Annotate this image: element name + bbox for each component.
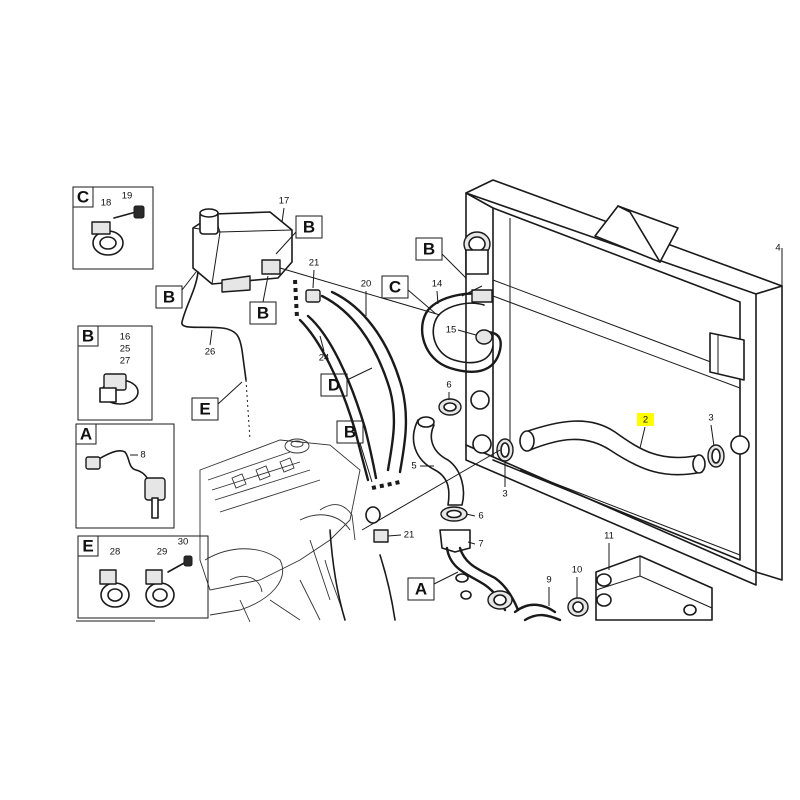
view-letter: B [82,326,94,345]
hose-26 [181,271,247,381]
callout-24: 24 [319,335,330,364]
svg-text:24: 24 [319,353,330,364]
callout-15: 15 [446,325,477,336]
svg-text:5: 5 [411,461,416,472]
svg-text:9: 9 [546,575,551,586]
section-marker-b5: B [336,420,373,483]
svg-text:B: B [303,217,315,236]
svg-text:10: 10 [572,565,583,576]
section-marker-e: E [191,381,243,421]
svg-text:B: B [344,422,356,441]
oil-cooler-11 [595,555,713,621]
svg-text:4: 4 [775,243,780,254]
callout-3b: 3 [502,461,508,500]
callout-9: 9 [546,575,552,606]
part-label: 27 [120,356,131,367]
svg-text:A: A [415,579,427,598]
section-marker-b3: B [249,275,277,325]
part-label: 8 [140,450,145,461]
svg-text:3: 3 [502,489,507,500]
section-marker-b2: B [155,271,197,309]
section-marker-b4: B [415,237,467,279]
view-letter: C [77,187,89,206]
svg-text:14: 14 [432,279,443,290]
hose-26-dotted [245,379,251,441]
svg-text:B: B [423,239,435,258]
svg-text:B: B [163,287,175,306]
callout-5: 5 [411,461,434,472]
svg-text:17: 17 [279,196,290,207]
leader-line [279,267,441,316]
expansion-tank-17 [192,208,293,293]
part-label: 30 [178,537,189,548]
callout-21b: 21 [387,530,415,541]
pipe-7-and-hose-9 [439,529,589,622]
part-label: 25 [120,344,131,355]
callout-6b: 6 [465,511,484,522]
callout-10: 10 [572,565,583,598]
callout-14: 14 [432,279,443,305]
svg-text:15: 15 [446,325,457,336]
callout-21a: 21 [309,258,320,289]
part-label: 28 [110,547,121,558]
callout-11: 11 [604,531,614,570]
svg-text:2: 2 [643,415,648,426]
view-letter: E [82,536,93,555]
svg-text:21: 21 [309,258,320,269]
svg-text:11: 11 [604,531,614,542]
hose-14 [420,285,502,373]
detail-view-top: C 18 19 [72,186,154,270]
leader-line [361,449,501,531]
svg-text:D: D [328,375,340,394]
svg-text:C: C [389,277,401,296]
svg-text:6: 6 [446,380,451,391]
section-marker-b1: B [275,215,323,255]
callout-2: 2 [637,413,654,449]
part-label: 18 [101,198,112,209]
section-marker-a: A [407,571,459,601]
callout-7: 7 [467,539,484,550]
svg-text:7: 7 [478,539,483,550]
detail-view-third: A 8 [75,423,175,529]
detail-view-second: B 16 25 27 [77,325,153,421]
part-label: 16 [120,332,131,343]
hoses-20-24 [293,279,408,490]
detail-view-fourth: E 28 29 30 [77,535,209,619]
section-marker-c: C [381,275,437,315]
svg-text:26: 26 [205,347,216,358]
view-letter: A [80,424,92,443]
callout-3a: 3 [708,413,715,447]
callout-26: 26 [205,329,216,358]
svg-text:B: B [257,303,269,322]
part-label: 29 [157,547,168,558]
hose-2 [496,420,725,476]
callout-6a: 6 [446,380,452,400]
hose-5 [412,398,468,522]
svg-text:3: 3 [708,413,713,424]
engine-block [199,438,396,623]
section-marker-d: D [320,367,373,397]
svg-text:21: 21 [404,530,415,541]
radiator [463,179,783,586]
callout-17: 17 [279,196,290,223]
part-label: 19 [122,191,133,202]
svg-text:6: 6 [478,511,483,522]
callout-20: 20 [361,279,372,316]
svg-text:20: 20 [361,279,372,290]
svg-text:E: E [199,399,210,418]
callout-4: 4 [775,243,780,254]
